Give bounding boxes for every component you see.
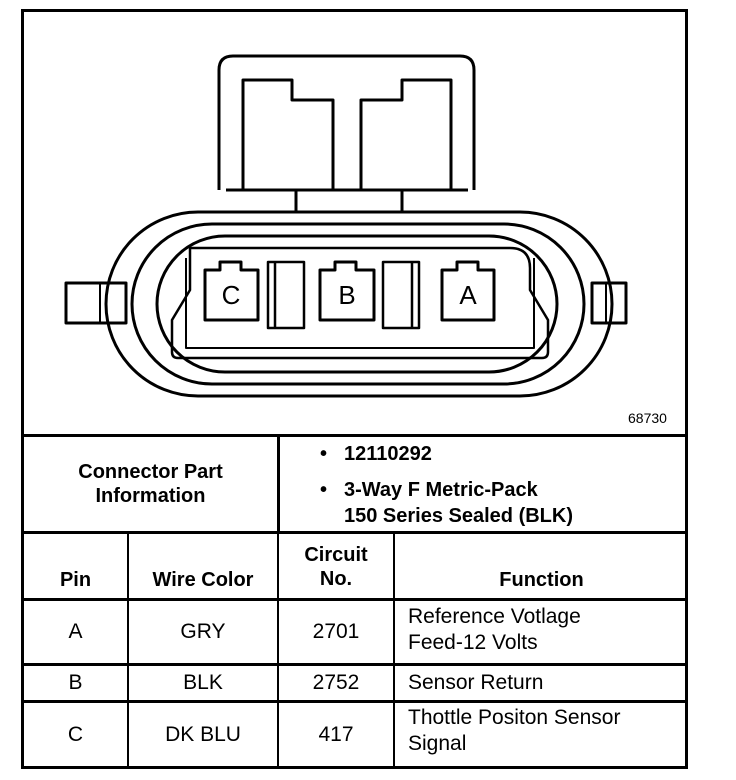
col-divider-3	[393, 531, 395, 769]
row-b-circuit: 2752	[312, 671, 360, 694]
row-c-circuit: 417	[318, 722, 354, 746]
part-info-label: Connector Part Information	[24, 437, 277, 531]
header-circuit-line1: Circuit	[304, 544, 368, 566]
row-b-function: Sensor Return	[408, 671, 544, 694]
row-a-bottom-rule	[21, 663, 688, 666]
header-circuit-line2: No.	[319, 568, 353, 590]
row-c-pin: C	[67, 722, 84, 746]
col-divider-2	[277, 531, 279, 769]
figure-number: 68730	[628, 410, 667, 426]
connector-drawing: C B A	[64, 54, 628, 398]
header-bottom-rule	[21, 598, 688, 601]
row-a-circuit: 2701	[312, 620, 360, 643]
header-function: Function	[499, 569, 584, 591]
part-description-line1: 3-Way F Metric-Pack	[344, 479, 538, 501]
col-divider-1	[127, 531, 129, 769]
bullet-1: •	[320, 443, 328, 465]
header-top-rule	[21, 531, 688, 534]
row-b-wire-color: BLK	[183, 671, 223, 694]
pin-a-label: A	[459, 280, 477, 310]
header-wire-color: Wire Color	[152, 569, 254, 591]
row-a-function: Reference Votlage Feed-12 Volts	[408, 604, 684, 660]
table-top-rule	[21, 434, 688, 437]
row-a-function-line1: Reference Votlage	[408, 605, 581, 628]
diagram-frame	[21, 9, 688, 769]
header-circuit-no: Circuit No.	[279, 536, 393, 598]
pin-b-label: B	[338, 280, 355, 310]
row-c-function-line2: Signal	[408, 732, 467, 755]
row-c-function-line1: Thottle Positon Sensor	[408, 706, 621, 729]
row-a-wire-color: GRY	[180, 620, 226, 643]
row-a-pin: A	[68, 620, 83, 643]
row-a-function-line2: Feed-12 Volts	[408, 631, 538, 654]
row-c-function: Thottle Positon Sensor Signal	[408, 705, 684, 763]
row-c-wire-color: DK BLU	[165, 722, 241, 746]
part-number: 12110292	[344, 443, 432, 465]
info-divider	[277, 434, 280, 534]
row-b-bottom-rule	[21, 700, 688, 703]
part-info-label-line2: Information	[95, 485, 206, 507]
header-pin: Pin	[59, 569, 92, 591]
row-b-pin: B	[68, 671, 83, 694]
part-description-line2: 150 Series Sealed (BLK)	[344, 505, 573, 527]
bullet-2: •	[320, 479, 328, 501]
pin-c-label: C	[222, 280, 241, 310]
part-info-label-line1: Connector Part	[78, 461, 223, 483]
